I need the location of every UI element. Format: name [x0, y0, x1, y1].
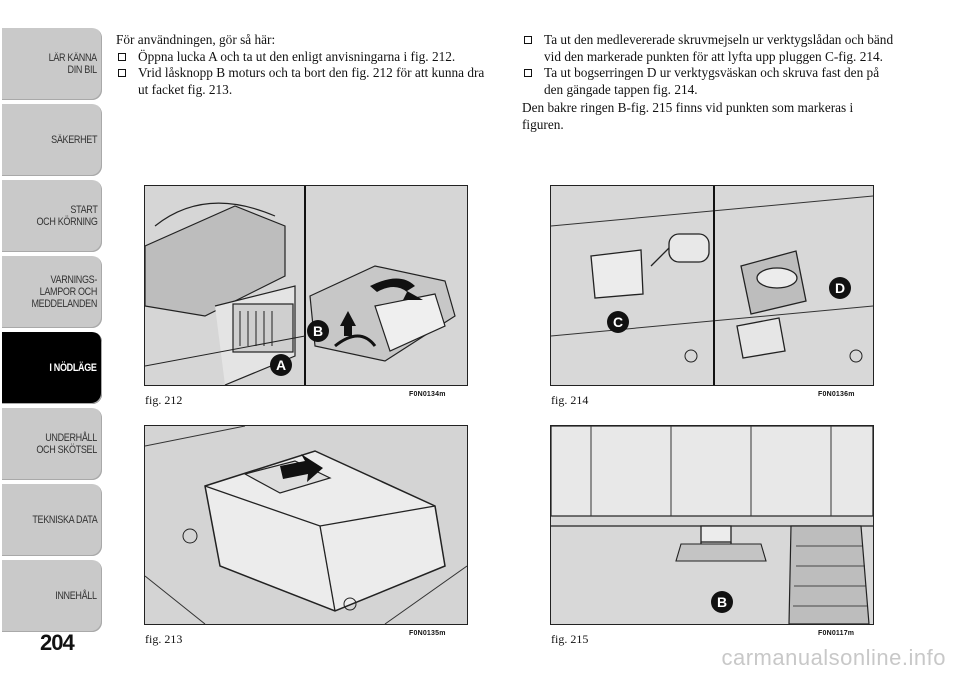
- figure-caption: fig. 215: [551, 632, 589, 646]
- page-number: 204: [40, 630, 75, 655]
- figure-214-image: [550, 185, 874, 386]
- figure-caption: fig. 212: [145, 393, 183, 407]
- tab-label: INNEHÅLL: [55, 590, 98, 602]
- tab-label: VARNINGS- LAMPOR OCH MEDDELANDEN: [31, 274, 98, 310]
- tab-i-nodlage[interactable]: I NÖDLÄGE: [2, 332, 102, 404]
- tab-label: SÄKERHET: [51, 134, 98, 146]
- list-item: Öppna lucka A och ta ut den enligt anvis…: [116, 49, 496, 66]
- figure-212-image: [144, 185, 468, 386]
- tab-label: START OCH KÖRNING: [36, 204, 98, 228]
- marker-b: B: [307, 320, 329, 342]
- figure-code: F0N0134m: [409, 391, 446, 398]
- tab-varningslampor[interactable]: VARNINGS- LAMPOR OCH MEDDELANDEN: [2, 256, 102, 328]
- list-item: Ta ut den medlevererade skruvmejseln ur …: [522, 32, 894, 65]
- paragraph-text: Den bakre ringen B-fig. 215 finns vid pu…: [522, 100, 854, 132]
- tab-sakerhet[interactable]: SÄKERHET: [2, 104, 102, 176]
- figure-213-image: [144, 425, 468, 625]
- figure-code: F0N0136m: [818, 391, 855, 398]
- tab-tekniska-data[interactable]: TEKNISKA DATA: [2, 484, 102, 556]
- right-text-column: Ta ut den medlevererade skruvmejseln ur …: [522, 32, 894, 133]
- checkbox-bullet-icon: [524, 69, 532, 77]
- left-text-column: För användningen, gör så här: Öppna luck…: [116, 32, 496, 98]
- tab-innehall[interactable]: INNEHÅLL: [2, 560, 102, 632]
- checkbox-bullet-icon: [524, 36, 532, 44]
- tab-label: TEKNISKA DATA: [32, 514, 98, 526]
- tab-label: UNDERHÅLL OCH SKÖTSEL: [36, 432, 98, 456]
- checkbox-bullet-icon: [118, 69, 126, 77]
- tab-underhall[interactable]: UNDERHÅLL OCH SKÖTSEL: [2, 408, 102, 480]
- tab-label: LÄR KÄNNA DIN BIL: [48, 52, 98, 76]
- intro-text: För användningen, gör så här:: [116, 32, 276, 47]
- tab-lar-kanna-din-bil[interactable]: LÄR KÄNNA DIN BIL: [2, 28, 102, 100]
- figure-caption: fig. 213: [145, 632, 183, 646]
- marker-b: B: [711, 591, 733, 613]
- figure-caption: fig. 214: [551, 393, 589, 407]
- marker-d: D: [829, 277, 851, 299]
- tab-start-och-korning[interactable]: START OCH KÖRNING: [2, 180, 102, 252]
- marker-c: C: [607, 311, 629, 333]
- list-item: Ta ut bogserringen D ur verktygsväskan o…: [522, 65, 894, 98]
- checkbox-bullet-icon: [118, 52, 126, 61]
- marker-a: A: [270, 354, 292, 376]
- figure-215-image: [550, 425, 874, 625]
- figure-code: F0N0135m: [409, 630, 446, 637]
- watermark: carmanualsonline.info: [721, 645, 946, 670]
- figure-code: F0N0117m: [818, 630, 855, 637]
- list-item: Vrid låsknopp B moturs och ta bort den f…: [116, 65, 496, 98]
- tab-label: I NÖDLÄGE: [49, 362, 98, 374]
